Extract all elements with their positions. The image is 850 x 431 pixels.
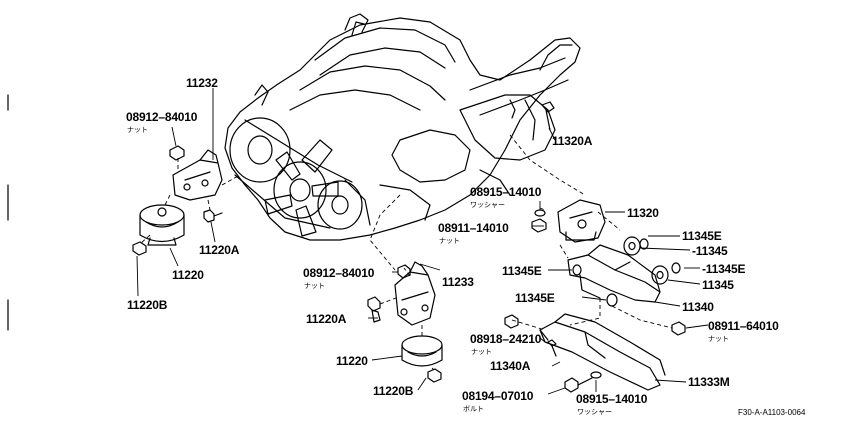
label-11320: 11320 <box>627 206 659 220</box>
label-11345-top: -11345 <box>692 244 728 258</box>
label-08194-07010: 08194–07010 <box>462 389 534 403</box>
label-11340A: 11340A <box>490 359 531 373</box>
label-08911-64010: 08911–64010 <box>708 319 779 333</box>
frame-nut-left <box>504 314 519 329</box>
center-mount-bracket <box>394 261 436 326</box>
rear-mount <box>557 199 606 243</box>
sub-washer-bottom: ワッシャー <box>577 409 612 416</box>
engine-block <box>224 13 581 241</box>
label-11345E-lower: 11345E <box>515 291 555 305</box>
label-11220-left: 11220 <box>172 268 204 282</box>
frame-member <box>539 313 666 391</box>
label-11233: 11233 <box>442 275 474 289</box>
center-lower-nut <box>427 368 442 383</box>
bushing-upper <box>623 236 641 256</box>
label-11345E-top: 11345E <box>682 229 722 243</box>
frame-bolt <box>564 377 593 393</box>
center-nut <box>397 264 411 279</box>
sub-bolt: ボルト <box>463 406 484 413</box>
label-08915-14010-bottom: 08915–14010 <box>576 392 648 406</box>
sub-washer-top: ワッシャー <box>470 202 505 209</box>
sub-nut-08911-64010: ナット <box>708 336 729 343</box>
label-11340: 11340 <box>682 300 714 314</box>
label-11333M: 11333M <box>688 375 730 389</box>
fan-pulley-assembly <box>229 117 363 237</box>
label-11220B-center: 11220B <box>373 384 414 398</box>
label-11345E-left: 11345E <box>502 264 542 278</box>
label-11220-center: 11220 <box>336 354 368 368</box>
frame-nut-right <box>671 321 686 336</box>
label-08918-24210: 08918–24210 <box>470 332 542 346</box>
rear-washer-nut <box>531 209 547 233</box>
label-08915-14010-top: 08915–14010 <box>470 185 542 199</box>
left-mount-bracket <box>172 149 223 201</box>
left-bolt <box>203 209 223 223</box>
crossmember <box>567 244 661 303</box>
sub-nut-center: ナット <box>304 283 325 290</box>
frame-washer <box>590 371 602 379</box>
sub-nut-left: ナット <box>127 127 148 134</box>
reference-code: F30-A-A1103-0064 <box>738 408 806 417</box>
label-11345-right: 11345 <box>702 278 734 292</box>
sub-nut-08918: ナット <box>471 349 492 356</box>
left-lower-nut <box>132 241 147 256</box>
sub-nut-08911: ナット <box>439 238 460 245</box>
label-08912-84010-center: 08912–84010 <box>303 266 375 280</box>
label-08911-14010: 08911–14010 <box>438 221 509 235</box>
label-11320A: 11320A <box>552 134 593 148</box>
left-nut <box>169 145 185 161</box>
bushing-lower <box>651 265 669 285</box>
label-11220B-left: 11220B <box>127 298 168 312</box>
rear-bolt-top <box>541 101 555 131</box>
label-11220A-left: 11220A <box>199 243 240 257</box>
left-insulator <box>139 204 185 246</box>
label-08912-84010-left: 08912–84010 <box>126 110 198 124</box>
center-insulator <box>401 335 443 367</box>
label-11232: 11232 <box>186 76 218 90</box>
frame-bolt-small <box>547 339 557 357</box>
label-11220A-center: 11220A <box>306 312 347 326</box>
label-11345E-right: -11345E <box>702 262 746 276</box>
